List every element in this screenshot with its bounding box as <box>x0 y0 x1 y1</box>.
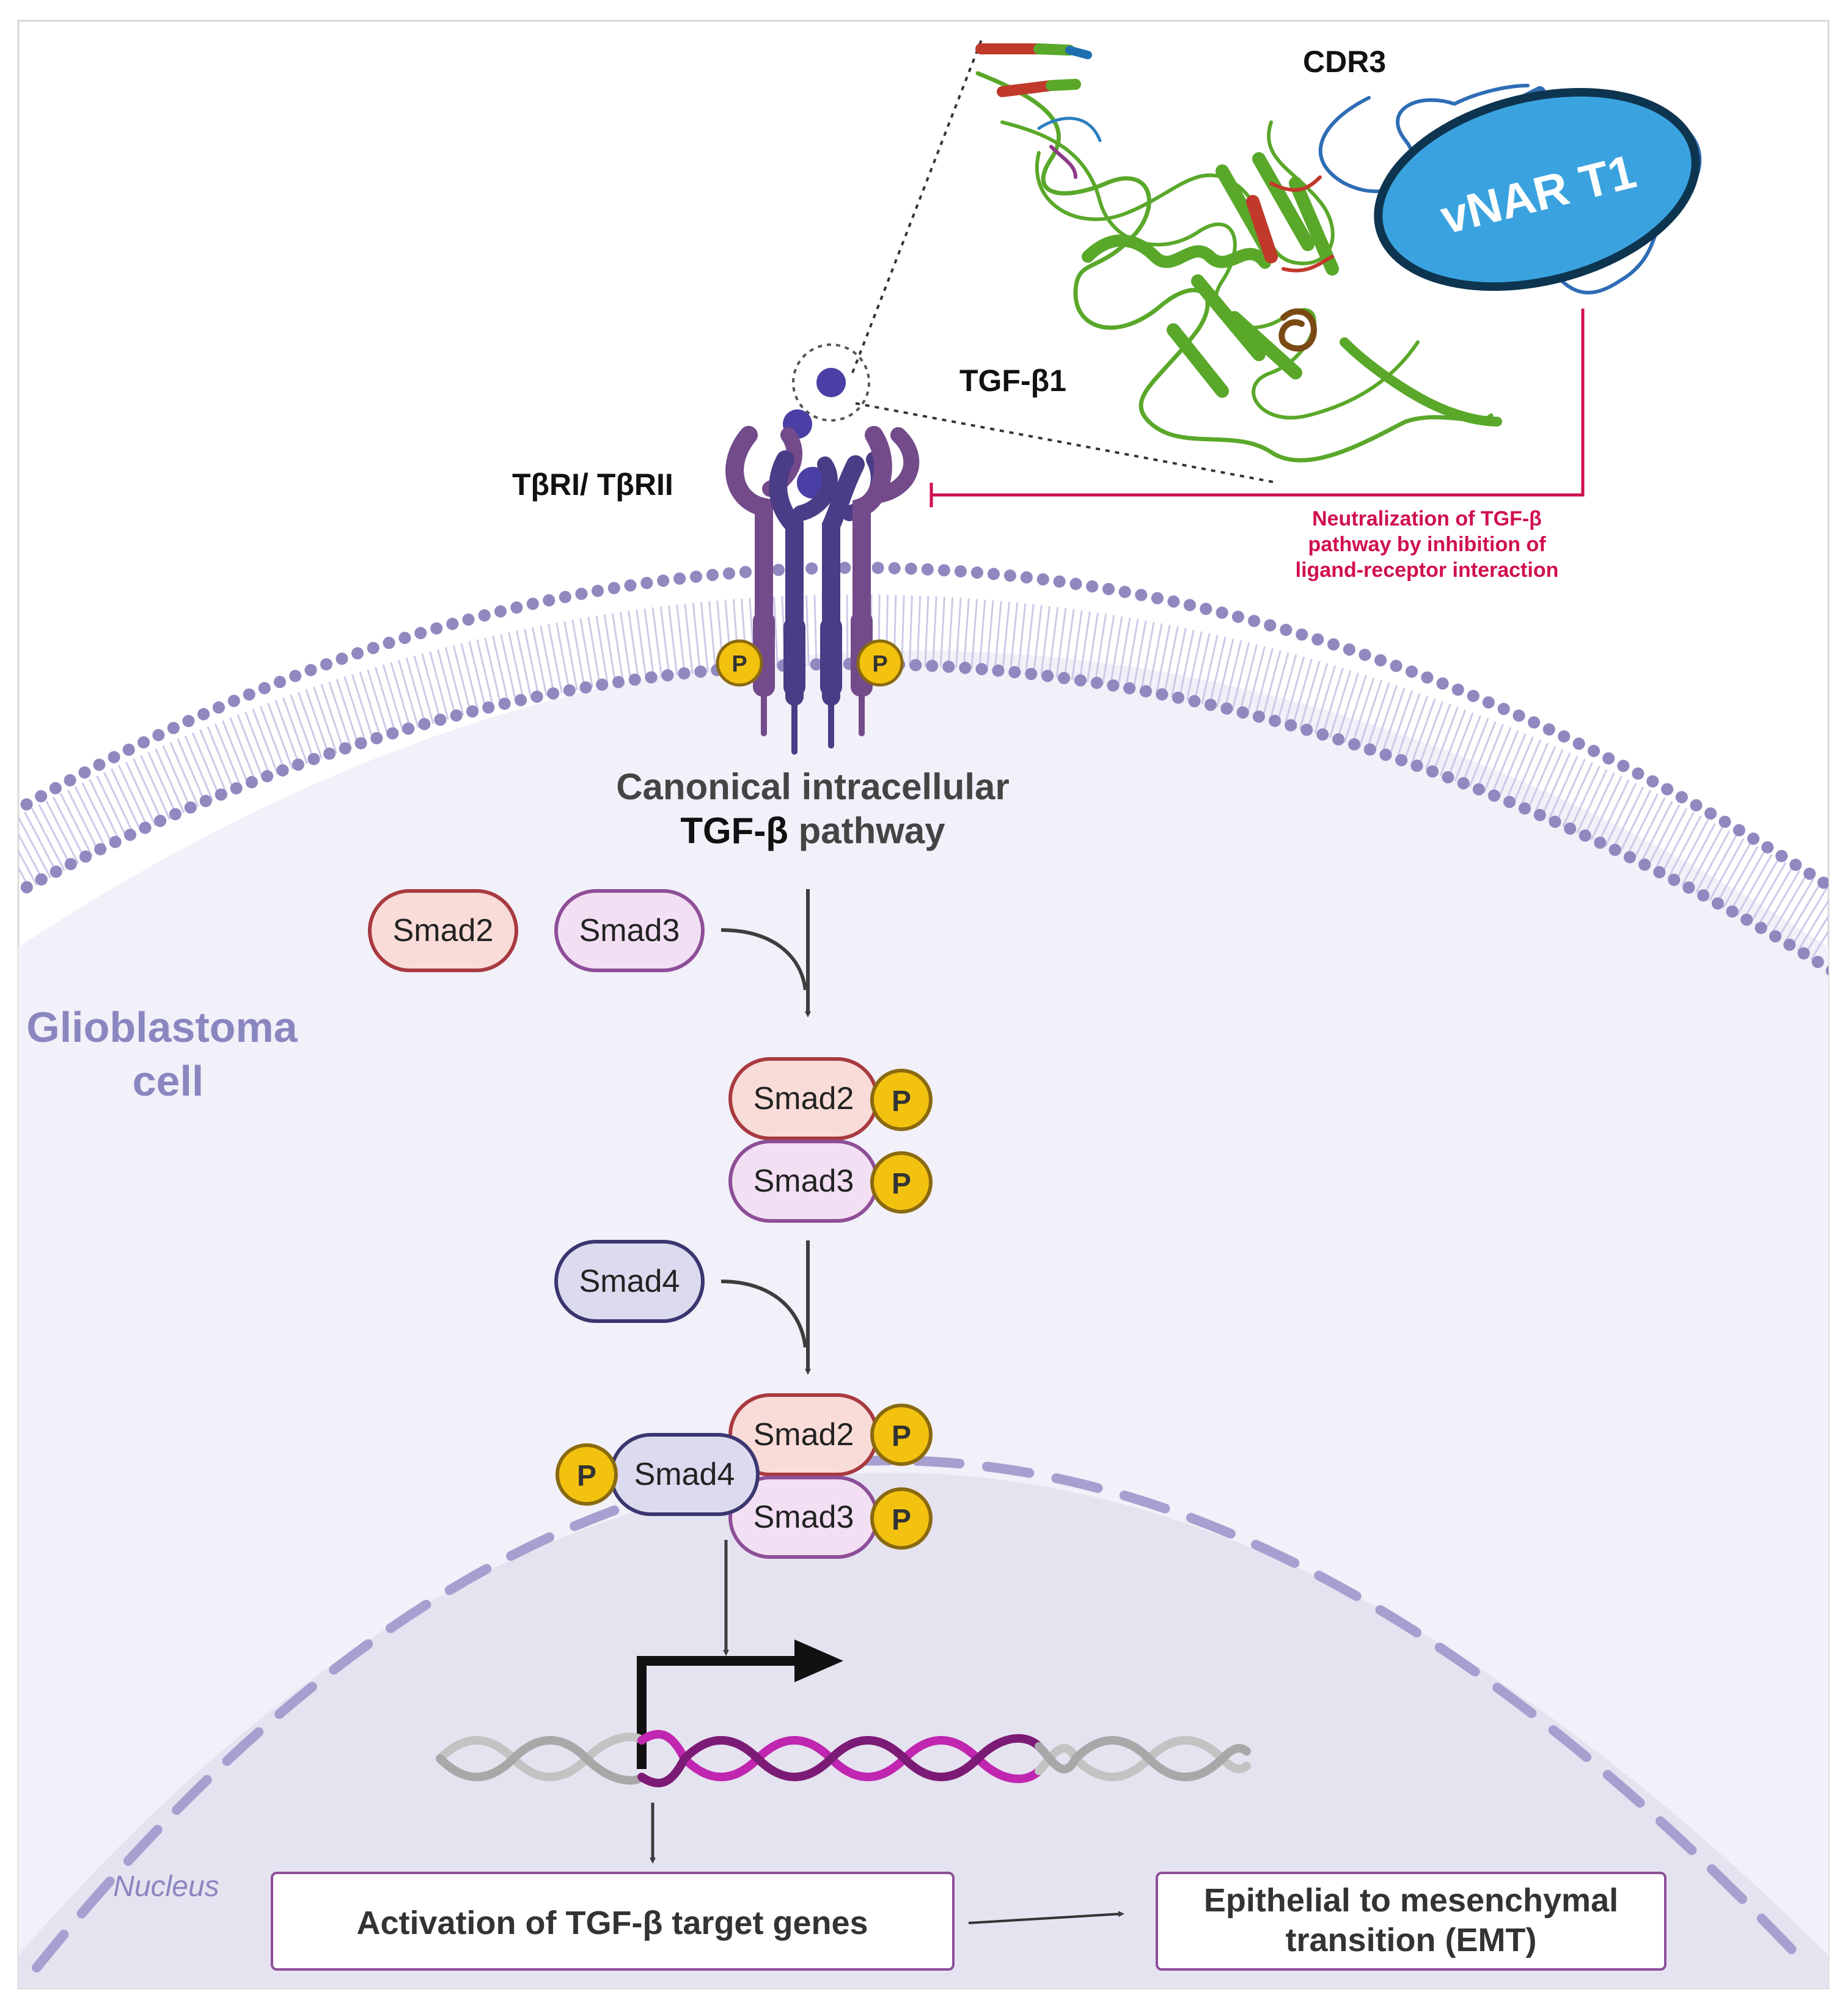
tgf-beta1-protein-structure <box>975 43 1502 463</box>
smad2-label: Smad2 <box>754 1417 854 1452</box>
receptor-phospho-left: P <box>716 639 763 687</box>
smad4-free: Smad4 <box>554 1240 705 1323</box>
smad2-in-trimer: Smad2 P <box>728 1393 933 1476</box>
neutralization-line-1: Neutralization of TGF-β <box>1312 507 1542 530</box>
nucleus-envelope <box>18 1473 1828 1988</box>
smad3-label: Smad3 <box>579 913 680 948</box>
membrane-inner-heads <box>18 658 1828 976</box>
membrane-outer-heads <box>18 562 1828 893</box>
smad2-free: Smad2 <box>368 889 518 972</box>
inhibition-connector <box>930 309 1585 507</box>
vnar-t1-ellipse <box>1374 87 1700 291</box>
smad2-phospho-complex: Smad2 P <box>728 1057 933 1140</box>
smad3-label: Smad3 <box>754 1500 854 1535</box>
emt-label-line-1: Epithelial to mesenchymal <box>1204 1882 1618 1919</box>
phospho-label: P <box>892 1504 911 1536</box>
cdr3-label: CDR3 <box>1303 45 1386 79</box>
emt-label-line-2: transition (EMT) <box>1286 1922 1537 1958</box>
smad3-phospho-complex: Smad3 P <box>728 1140 933 1223</box>
arrow-curve-2 <box>721 1280 807 1348</box>
smad4-label: Smad4 <box>579 1264 680 1299</box>
smad2-label: Smad2 <box>754 1081 854 1116</box>
receptor-label: TβRI/ TβRII <box>512 467 673 502</box>
transcription-start-arrow <box>637 1656 807 1769</box>
pathway-title-rest: pathway <box>788 810 945 851</box>
cell-label-line-1: Glioblastoma <box>26 1003 298 1051</box>
receptor-phospho-right: P <box>856 639 904 687</box>
pathway-title-line-1: Canonical intracellular <box>616 766 1010 807</box>
phospho-label: P <box>577 1460 596 1492</box>
receptor-complex <box>725 426 920 755</box>
zoom-line-bottom <box>855 402 1278 484</box>
smad3-free: Smad3 <box>554 889 705 972</box>
activation-label: Activation of TGF-β target genes <box>356 1905 868 1941</box>
zoom-circle <box>792 343 870 422</box>
emt-box <box>1156 1872 1667 1971</box>
transcription-arrowhead <box>794 1639 843 1682</box>
smad3-in-trimer: Smad3 P <box>728 1476 933 1559</box>
phospho-label: P <box>872 651 887 677</box>
cell-label-line-2: cell <box>133 1057 204 1105</box>
phospho-label: P <box>892 1420 911 1452</box>
pathway-title-line-2: TGF-β pathway <box>680 810 945 851</box>
arrow-curve-1 <box>721 928 807 991</box>
activation-box <box>271 1872 955 1971</box>
smad2-label: Smad2 <box>393 913 494 948</box>
nucleus-label: Nucleus <box>113 1870 219 1903</box>
smad3-label: Smad3 <box>754 1163 854 1199</box>
smad4-label: Smad4 <box>634 1457 735 1492</box>
phospho-label: P <box>892 1085 911 1118</box>
ligand-ball-1 <box>816 368 846 397</box>
dna-helix <box>436 1730 1251 1787</box>
tgf-beta1-label: TGF-β1 <box>959 364 1066 398</box>
membrane-lipid-tails <box>18 594 1828 962</box>
neutralization-line-2: pathway by inhibition of <box>1308 533 1546 556</box>
pathway-title-bold: TGF-β <box>680 810 788 851</box>
zoom-line-top <box>851 36 984 373</box>
neutralization-line-3: ligand-receptor interaction <box>1296 559 1559 582</box>
arrow-to-emt <box>968 1911 1124 1924</box>
smad4-in-trimer: Smad4 P <box>556 1433 760 1516</box>
phospho-label: P <box>732 651 747 677</box>
phospho-label: P <box>892 1168 911 1200</box>
